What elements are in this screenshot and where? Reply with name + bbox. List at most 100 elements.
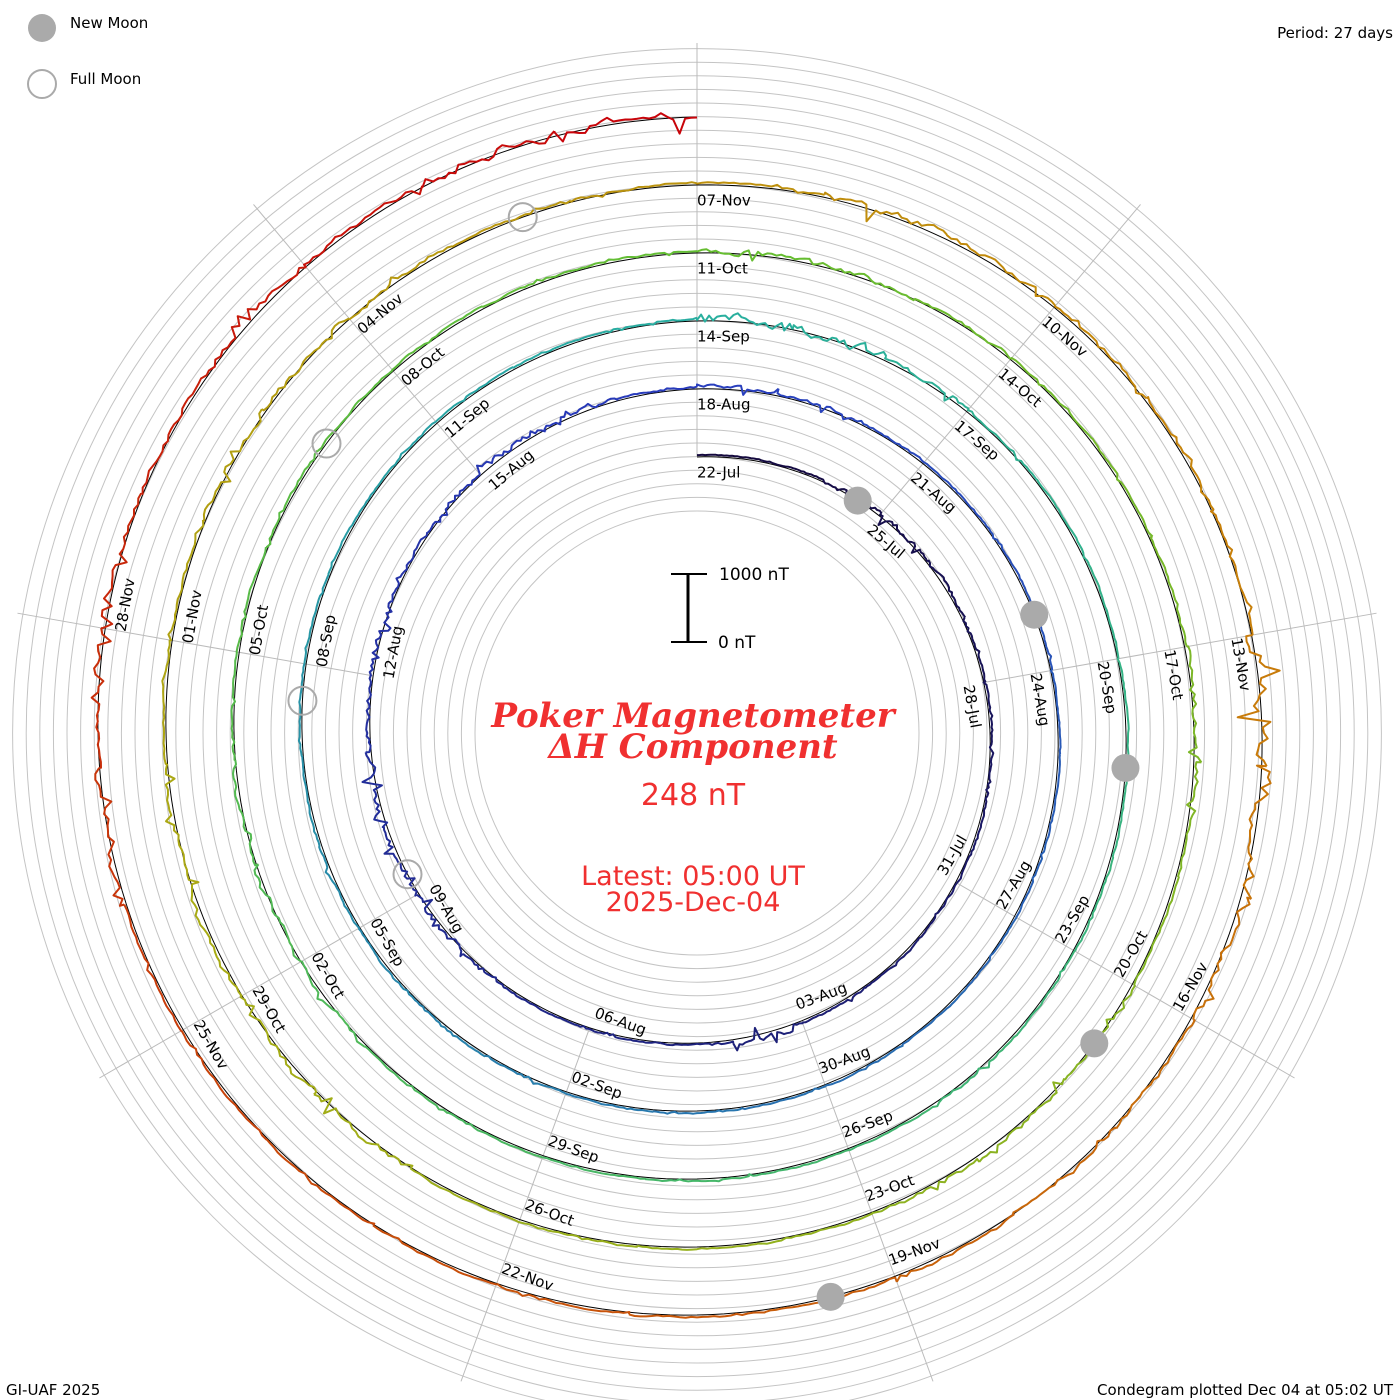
trace-segment — [447, 1111, 543, 1159]
date-label: 26-Sep — [840, 1107, 896, 1142]
date-label: 04-Nov — [354, 289, 407, 337]
trace-segment — [1047, 753, 1061, 839]
trace-segment — [946, 234, 1057, 307]
trace-segment — [1009, 357, 1093, 440]
trace-segment — [748, 1149, 850, 1177]
trace-segment — [261, 317, 350, 412]
trace-segment — [1176, 761, 1202, 878]
trace-segment — [476, 429, 546, 476]
date-label: 21-Aug — [907, 469, 960, 517]
title-line-2: ΔH Component — [546, 727, 838, 767]
trace-segment — [553, 112, 698, 143]
current-value: 248 nT — [641, 778, 746, 813]
trace-segment — [696, 383, 780, 396]
baseline-layer — [97, 116, 1263, 1316]
trace-segment — [208, 266, 307, 372]
grid-radial-line — [17, 612, 374, 677]
new-moon-icon — [1111, 753, 1140, 782]
trace-segment — [301, 755, 321, 848]
grid-circle — [460, 496, 934, 970]
trace-segment — [1149, 535, 1188, 647]
trace-segment — [660, 1040, 735, 1047]
trace-segment — [916, 882, 958, 942]
date-label: 08-Sep — [313, 613, 340, 668]
new-moon-icon — [1020, 600, 1049, 629]
grid-circle — [433, 469, 961, 997]
period-label: Period: 27 days — [1277, 24, 1393, 42]
trace-segment — [962, 616, 987, 683]
trace-segment — [848, 1100, 941, 1152]
grid-circle — [447, 483, 947, 983]
trace-segment — [871, 1158, 981, 1215]
trace-segment — [521, 998, 591, 1030]
trace-segment — [901, 986, 968, 1046]
trace-segment — [462, 953, 523, 1001]
grid-radial-line — [801, 1020, 934, 1382]
trace-segment — [1186, 645, 1203, 763]
trace-segment — [808, 257, 915, 302]
date-label: 14-Oct — [995, 365, 1046, 412]
trace-segment — [978, 1078, 1066, 1163]
trace-segment — [1024, 590, 1054, 671]
trace-segment — [542, 1156, 646, 1180]
trace-segment — [965, 916, 1018, 989]
trace-segment — [877, 512, 929, 562]
trace-segment — [451, 199, 572, 248]
trace-segment — [696, 181, 825, 196]
date-label: 28-Jul — [960, 684, 985, 730]
date-label: 22-Jul — [697, 464, 740, 482]
trace-segment — [317, 845, 361, 930]
trace-segment — [791, 324, 888, 357]
trace-segment — [732, 1022, 804, 1052]
trace-segment — [966, 408, 1038, 481]
trace-segment — [239, 995, 318, 1096]
trace-segment — [140, 369, 211, 495]
date-label: 12-Aug — [380, 624, 407, 680]
full-moon-legend-icon — [27, 69, 57, 99]
trace-segment — [512, 331, 603, 369]
trace-segment — [644, 1173, 750, 1183]
trace-segment — [265, 449, 319, 549]
trace-segment — [410, 1167, 520, 1224]
trace-segment — [202, 408, 263, 522]
trace-segment — [361, 752, 389, 829]
trace-segment — [1242, 764, 1272, 900]
trace-segment — [481, 266, 587, 308]
trace-segment — [913, 297, 1012, 360]
trace-segment — [628, 1311, 766, 1319]
date-label: 10-Nov — [1038, 312, 1091, 360]
trace-segment — [303, 573, 330, 665]
trace-segment — [123, 904, 183, 1032]
trace-segment — [235, 546, 267, 653]
trace-segment — [585, 250, 698, 269]
grid-radial-line — [253, 204, 482, 476]
date-label: 01-Nov — [179, 588, 206, 644]
trace-segment — [802, 986, 866, 1024]
trace-segment — [496, 1282, 631, 1315]
trace-segment — [740, 1085, 827, 1111]
trace-segment — [416, 893, 464, 958]
date-label: 16-Nov — [1169, 959, 1212, 1015]
trace-segment — [357, 927, 416, 1001]
date-label: 20-Sep — [1094, 660, 1121, 715]
trace-segment — [164, 763, 200, 886]
date-label: 05-Oct — [246, 603, 273, 656]
full-moon-legend-label: Full Moon — [70, 70, 141, 88]
trace-segment — [365, 675, 372, 754]
trace-segment — [696, 312, 794, 332]
trace-segment — [1049, 669, 1062, 755]
latest-time: Latest: 05:00 UT — [581, 861, 805, 892]
trace-segment — [313, 1093, 414, 1170]
trace-segment — [981, 519, 1027, 592]
trace-segment — [348, 245, 453, 321]
trace-segment — [1016, 949, 1076, 1036]
trace-segment — [518, 1221, 639, 1248]
date-label: 23-Sep — [1051, 892, 1093, 947]
new-moon-legend-label: New Moon — [70, 14, 148, 32]
trace-segment — [756, 1212, 873, 1245]
trace-segment — [435, 366, 514, 423]
date-label: 07-Nov — [697, 192, 751, 210]
trace-segment — [484, 1054, 567, 1095]
trace-segment — [696, 453, 763, 462]
trace-segment — [327, 491, 375, 576]
